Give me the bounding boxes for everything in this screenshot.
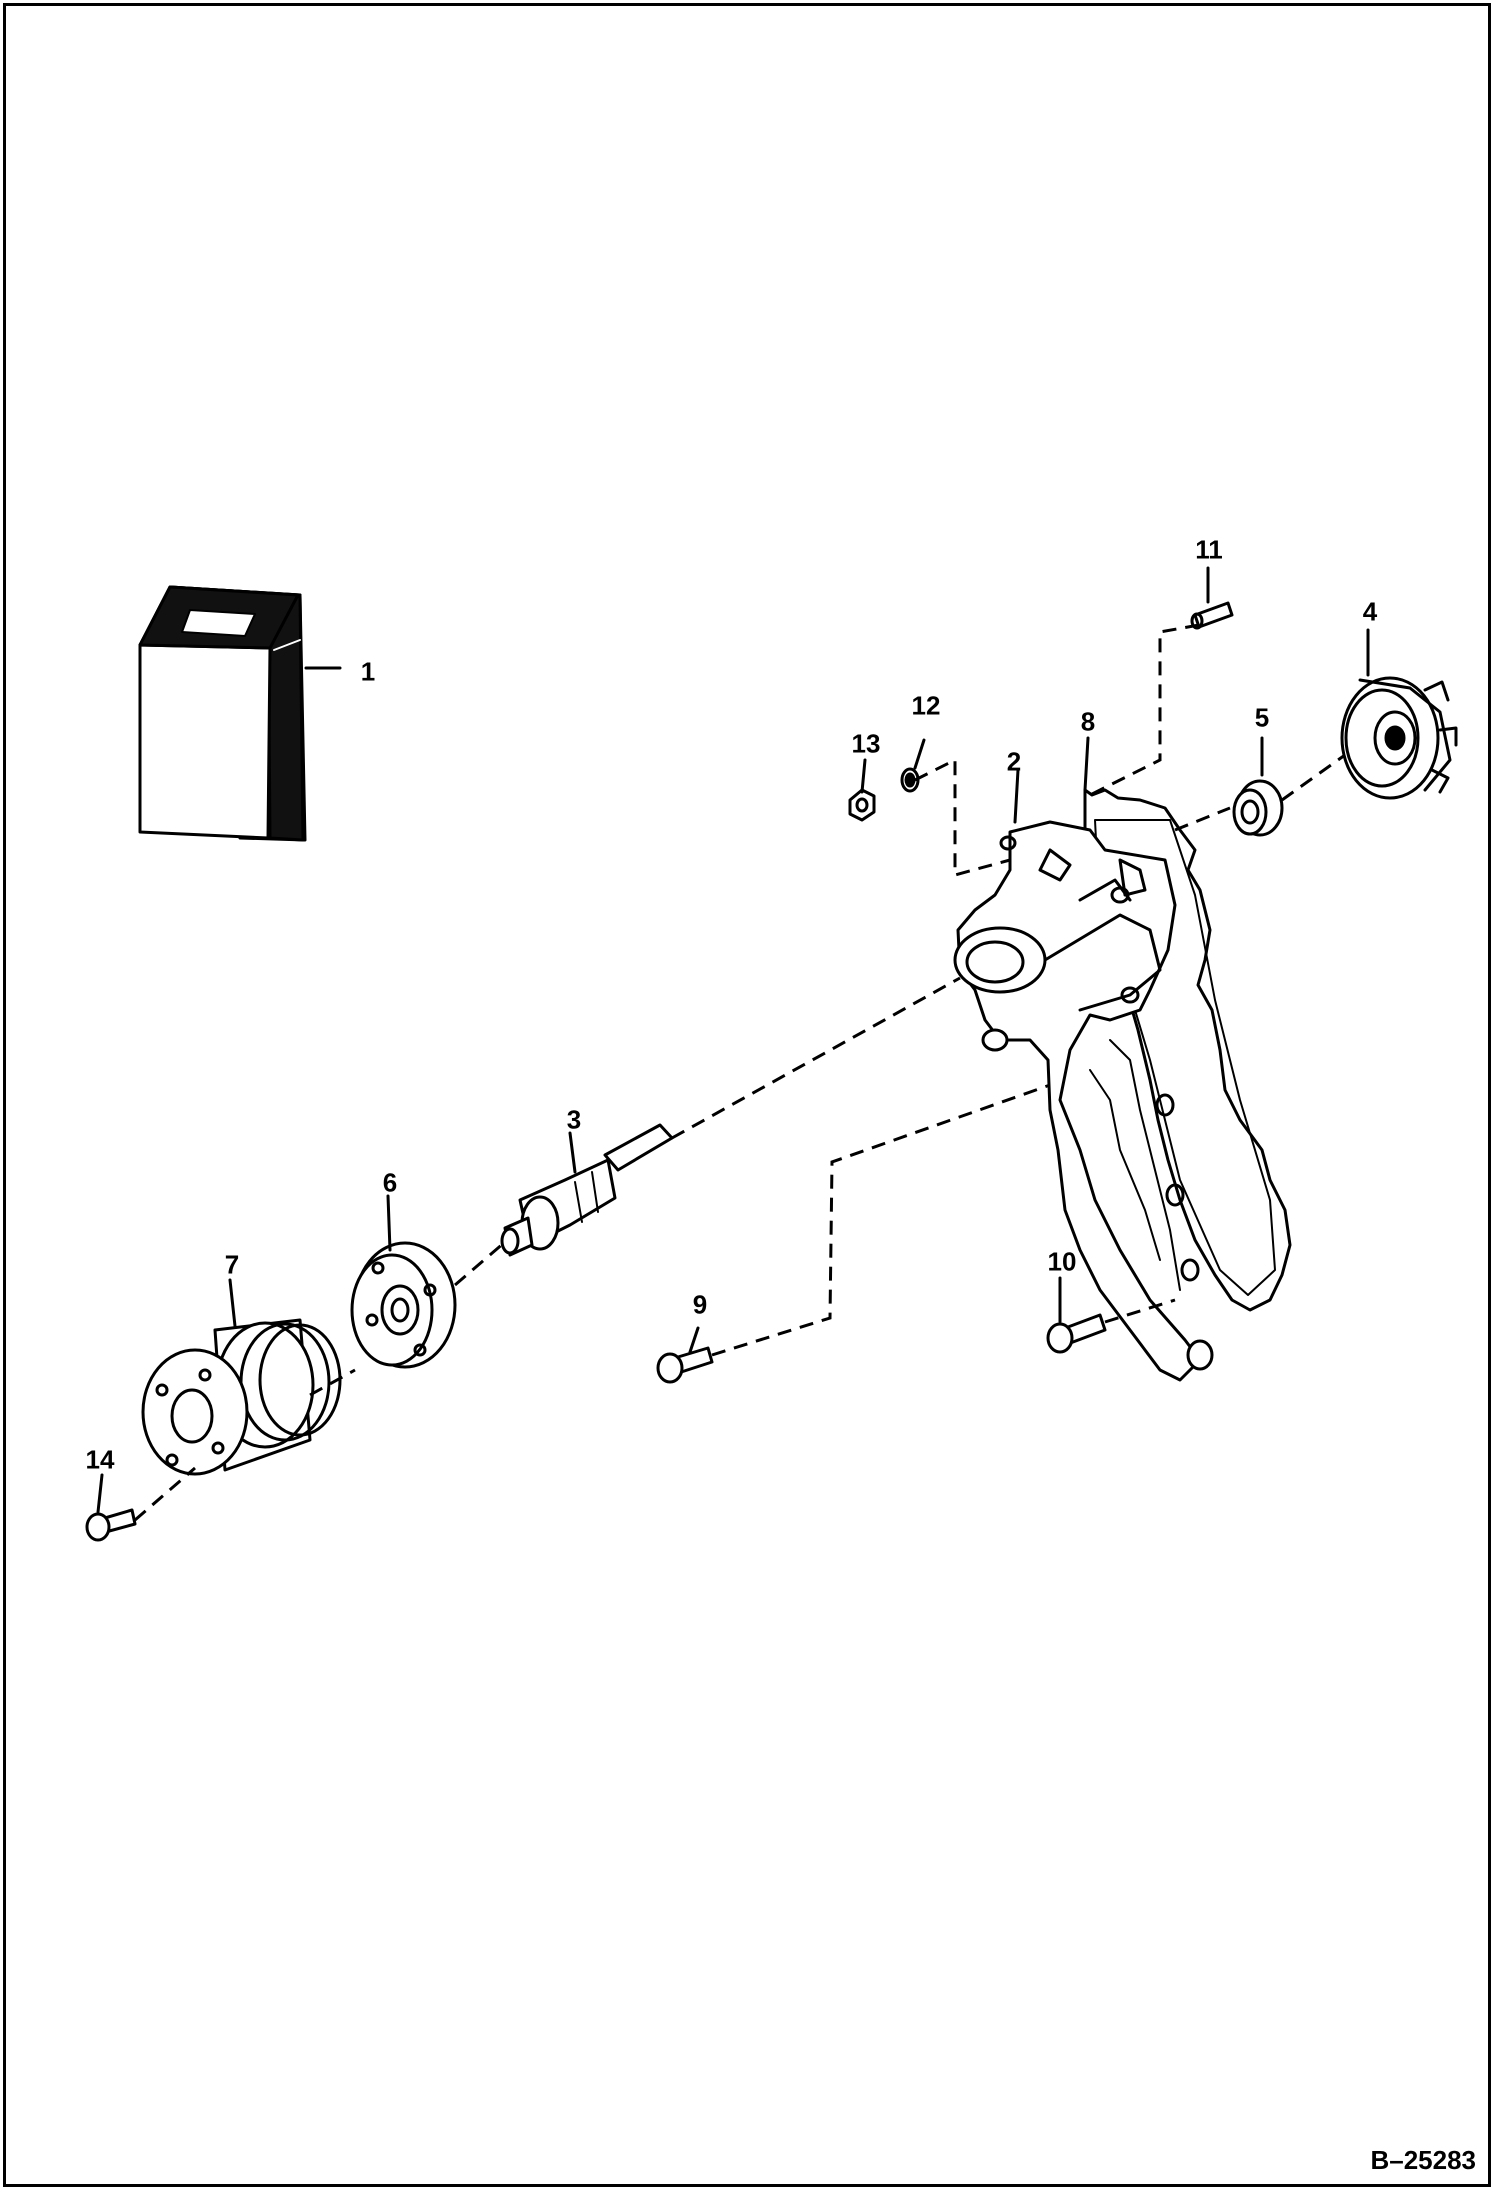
part-9-bolt — [656, 1346, 714, 1384]
callout-1: 1 — [360, 656, 376, 687]
part-6-hub-flange — [350, 1241, 457, 1369]
part-4-impeller — [1340, 676, 1458, 800]
callout-6: 6 — [382, 1167, 398, 1198]
callout-3: 3 — [566, 1104, 582, 1135]
part-1-kit-box — [138, 585, 307, 842]
part-14-bolt — [85, 1508, 137, 1542]
callout-7: 7 — [224, 1249, 240, 1280]
part-3-shaft-bearing — [500, 1123, 674, 1257]
callout-2: 2 — [1006, 746, 1022, 777]
callout-14: 14 — [85, 1444, 115, 1475]
callout-12: 12 — [911, 690, 941, 721]
part-7-pulley — [141, 1318, 342, 1476]
part-13-nut — [848, 788, 876, 822]
callout-4: 4 — [1362, 596, 1378, 627]
part-11-stud — [1190, 601, 1234, 630]
callout-8: 8 — [1080, 706, 1096, 737]
callout-5: 5 — [1254, 702, 1270, 733]
part-2-pump-housing — [953, 820, 1214, 1382]
part-5-seal — [1232, 779, 1284, 837]
callout-11: 11 — [1195, 534, 1223, 565]
figure-reference: B–25283 — [1370, 2145, 1476, 2175]
callout-9: 9 — [692, 1289, 708, 1320]
diagram-frame — [3, 3, 1491, 2187]
callout-13: 13 — [851, 728, 881, 759]
part-10-bolt — [1046, 1313, 1107, 1354]
callout-10: 10 — [1047, 1246, 1077, 1277]
